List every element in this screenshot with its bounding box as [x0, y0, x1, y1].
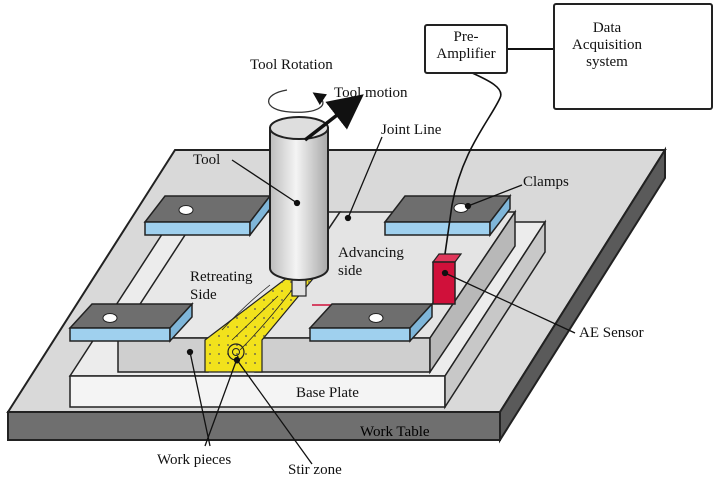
clamp-back-left: [143, 193, 272, 238]
data-acquisition-box: [553, 3, 713, 110]
tool-label: Tool: [193, 152, 221, 168]
base-plate-label: Base Plate: [296, 385, 359, 401]
stir-zone-label: Stir zone: [288, 462, 342, 478]
leader-lines: [186, 48, 576, 465]
work-table-side: [499, 146, 666, 444]
clamp-front-left: [68, 302, 194, 343]
ae-sensor: [431, 253, 463, 305]
tool-motion-arrow: [303, 94, 364, 142]
retreating-side-label: Retreating Side: [190, 269, 253, 303]
clamps-label: Clamps: [523, 174, 569, 190]
work-piece-left-front: [117, 337, 209, 373]
work-table-label: Work Table: [360, 424, 430, 440]
tool-rotation-arrow: [268, 89, 328, 113]
tool-rotation-label: Tool Rotation: [250, 57, 333, 73]
tool: [269, 116, 329, 297]
pre-amplifier-label: Pre- Amplifier: [436, 29, 496, 62]
base-plate-side: [444, 219, 546, 410]
base-plate-front: [69, 375, 446, 408]
pre-amplifier-box: [424, 24, 508, 74]
work-pieces-label: Work pieces: [157, 452, 232, 468]
data-acquisition-label: Data Acquisition system: [572, 20, 642, 70]
clamp-back-right: [383, 193, 512, 238]
work-piece-right-front: [254, 337, 431, 373]
advancing-side-label: Advancing side: [338, 245, 404, 279]
joint-line-label: Joint Line: [381, 122, 442, 138]
ae-sensor-label: AE Sensor: [579, 325, 644, 341]
clamp-front-right: [308, 302, 434, 343]
tool-motion-label: Tool motion: [334, 85, 408, 101]
work-piece-right-side: [429, 209, 516, 375]
